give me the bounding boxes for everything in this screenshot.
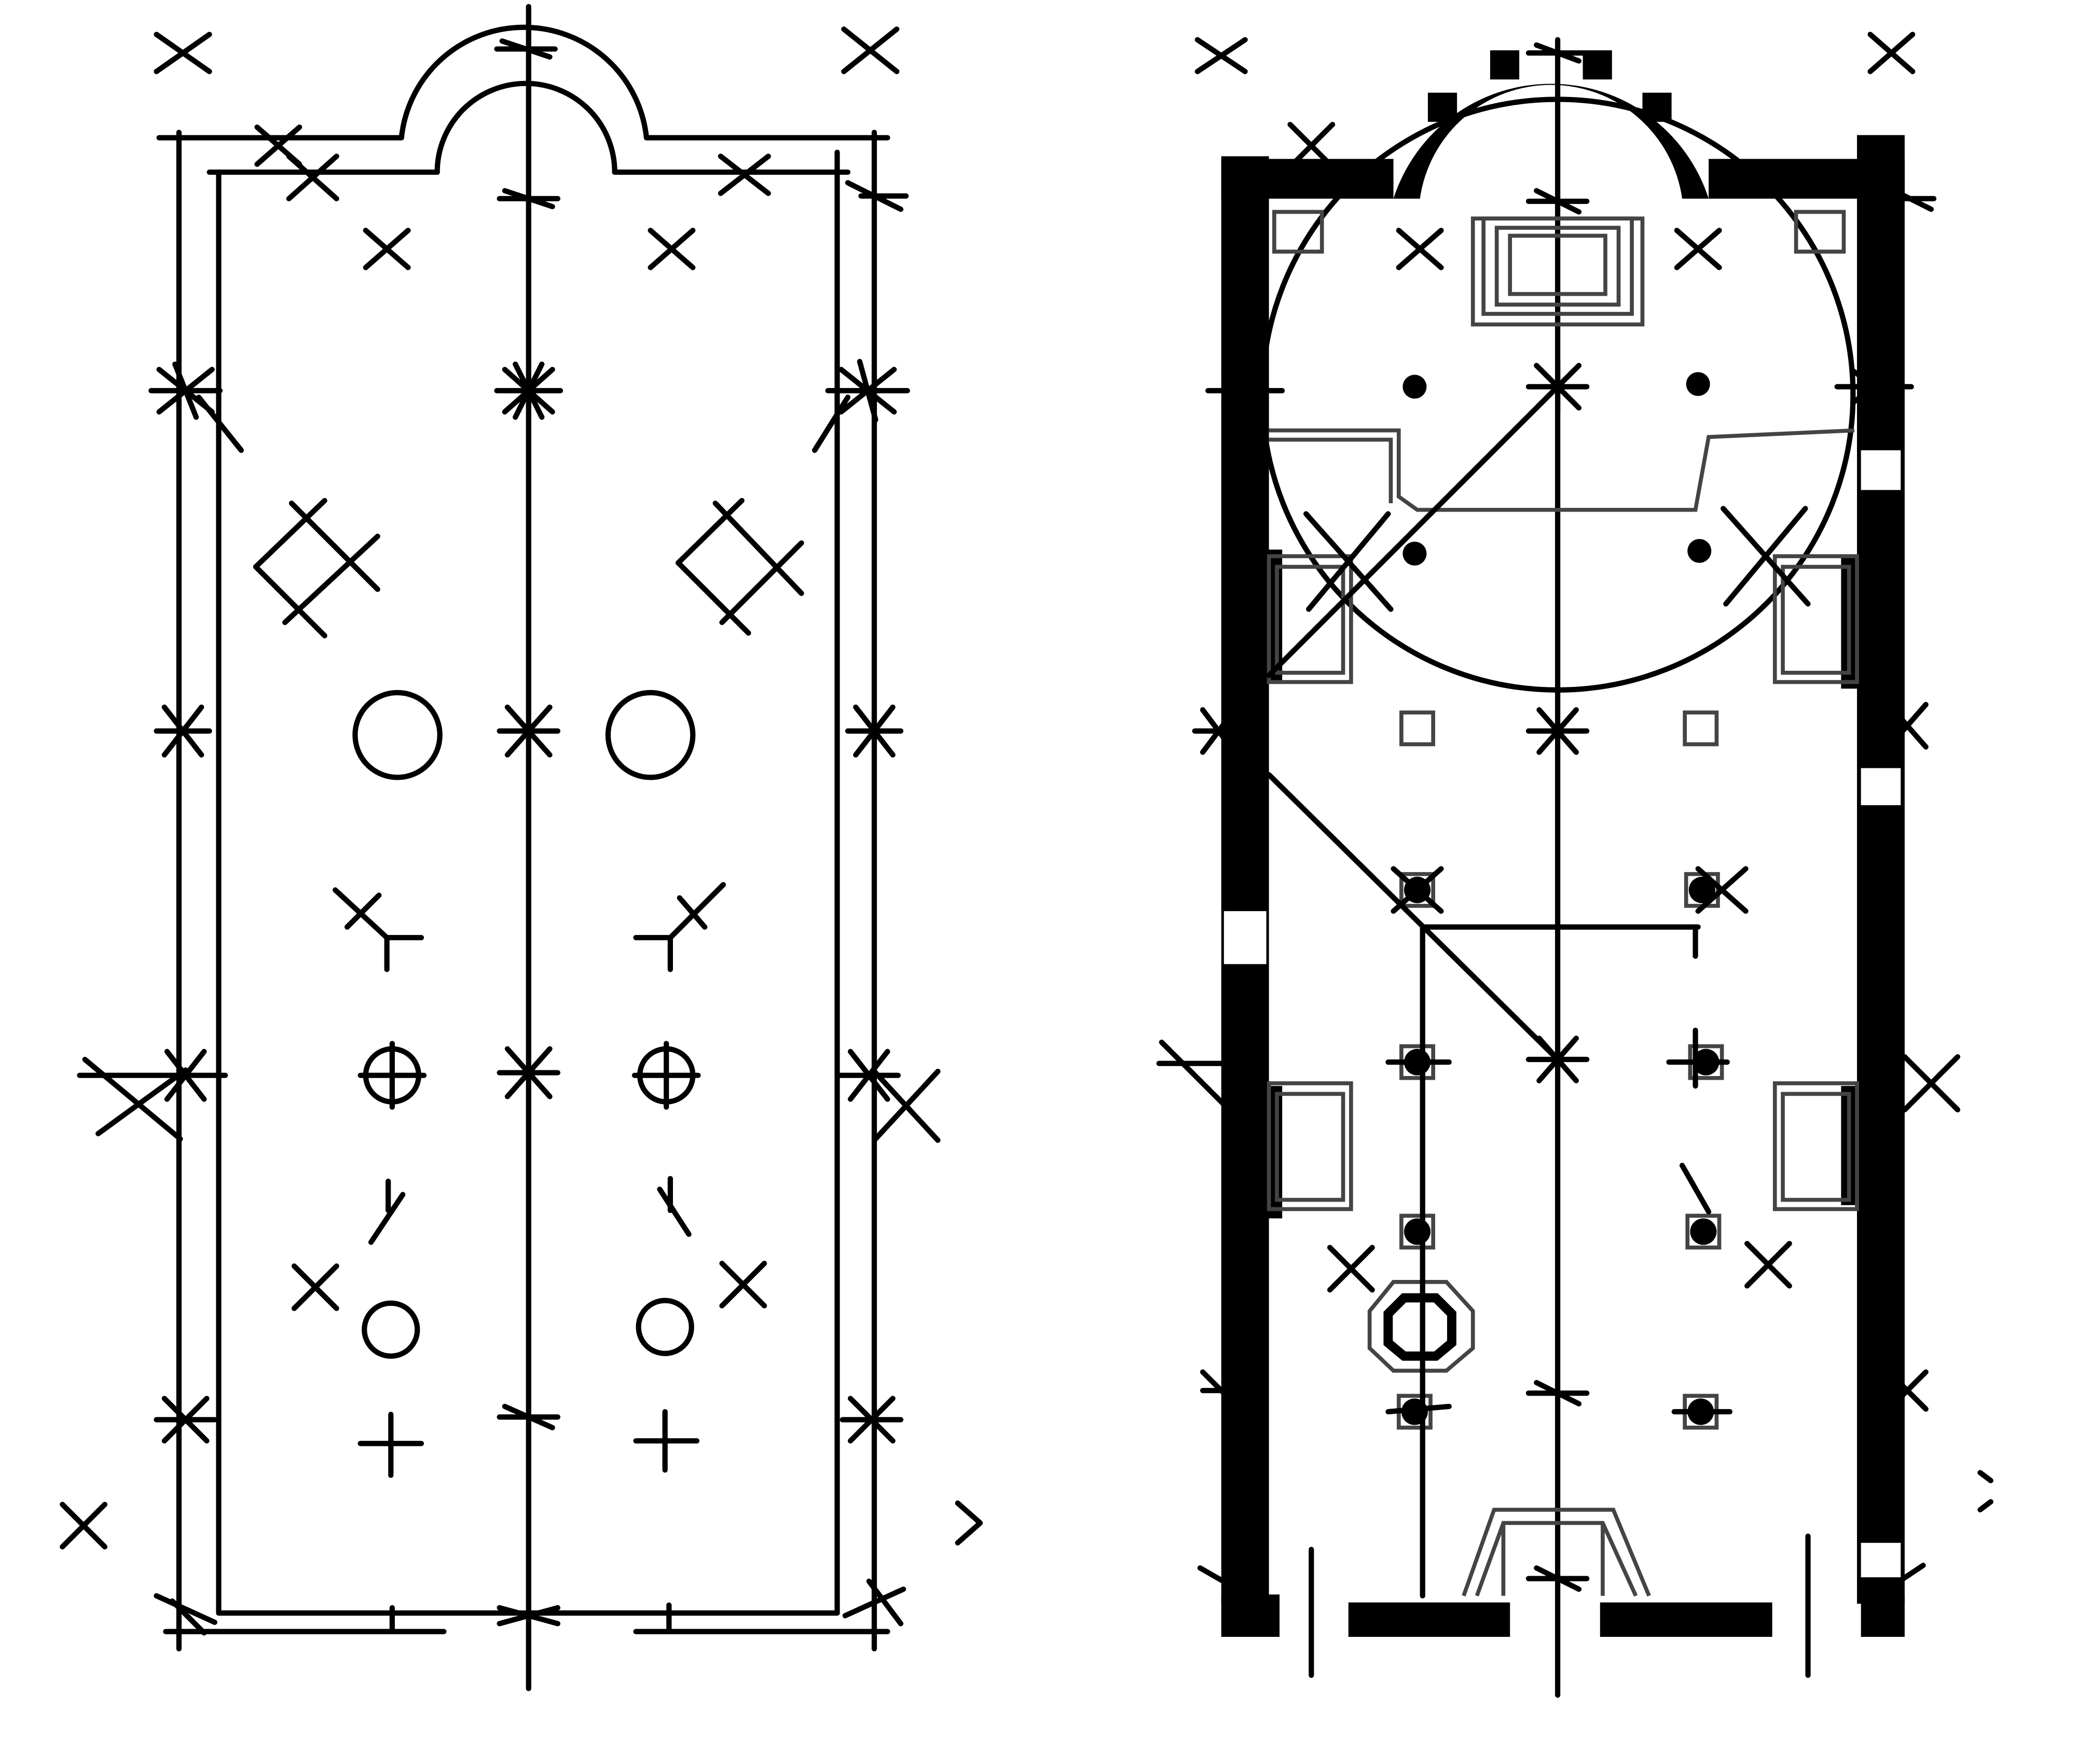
plan-marks: [1156, 32, 1993, 1678]
x-marks: [60, 26, 983, 1636]
asterisk-marks: [77, 359, 910, 1444]
apse-buttresses: [1427, 50, 1672, 122]
construction-diagram: [60, 4, 983, 1691]
circle-marks: [352, 690, 701, 1634]
walls: [1221, 135, 1905, 1637]
outer-frame: [156, 130, 890, 1652]
baptismal-font: [1367, 1280, 1475, 1373]
plan-construction-lines: [1266, 384, 1712, 1598]
floor-plan: [1156, 32, 1993, 1698]
altar-steps: [1267, 210, 1859, 1597]
arrow-glyphs: [332, 882, 726, 1245]
